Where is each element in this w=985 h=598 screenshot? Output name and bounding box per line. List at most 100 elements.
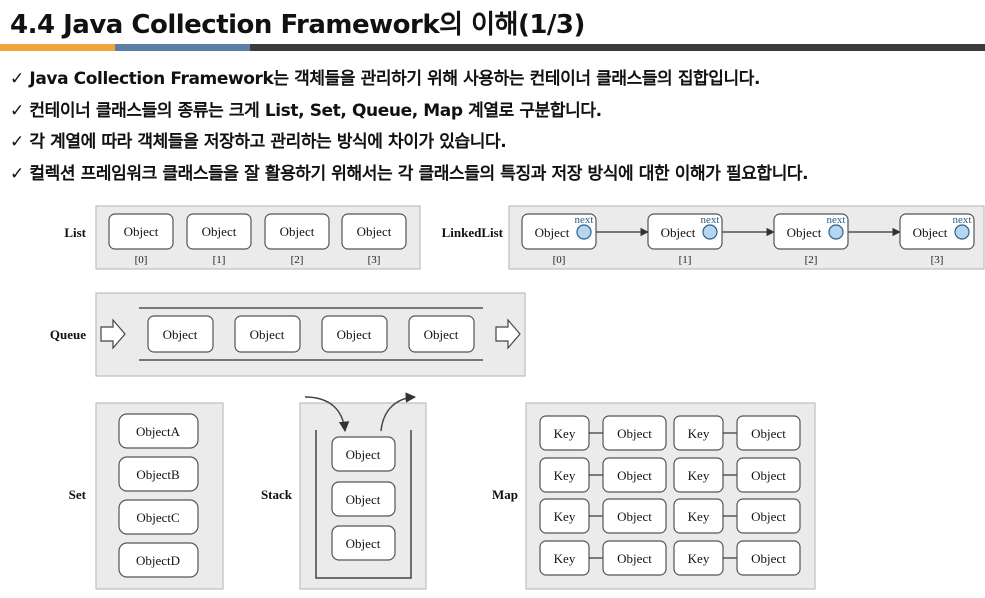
queue-object-label: Object xyxy=(424,327,459,342)
next-pointer-icon xyxy=(576,224,592,240)
map-value-box xyxy=(736,540,801,576)
set-object-box xyxy=(118,542,199,578)
list-object-box xyxy=(108,213,174,250)
map-key-label: Key xyxy=(688,509,710,524)
queue-object-box xyxy=(408,315,475,353)
linkedlist-index: [3] xyxy=(931,254,944,266)
list-object-label: Object xyxy=(280,224,315,239)
next-pointer-icon xyxy=(954,224,970,240)
check-icon: ✓ xyxy=(10,132,24,152)
bullet-list: ✓ Java Collection Framework는 객체들을 관리하기 위… xyxy=(10,64,809,191)
map-value-box xyxy=(602,498,667,534)
bullet-text: 컬렉션 프레임워크 클래스들을 잘 활용하기 위해서는 각 클래스들의 특징과 … xyxy=(29,163,809,184)
linkedlist-object-box xyxy=(773,213,849,250)
queue-dequeue-arrow-icon xyxy=(495,318,521,350)
stack-pop-arrow-icon xyxy=(380,392,417,432)
stack-object-label: Object xyxy=(346,536,381,551)
map-value-label: Object xyxy=(617,426,652,441)
check-icon: ✓ xyxy=(10,163,24,184)
queue-enqueue-arrow-icon xyxy=(100,318,126,350)
map-value-label: Object xyxy=(751,426,786,441)
map-value-box xyxy=(736,498,801,534)
title-bar-segment-orange xyxy=(0,44,115,51)
stack-object-label: Object xyxy=(346,447,381,462)
bullet-item: ✓ 컨테이너 클래스들의 종류는 크게 List, Set, Queue, Ma… xyxy=(10,96,808,128)
queue-object-box xyxy=(234,315,301,353)
list-index: [2] xyxy=(291,254,304,266)
page-title: 4.4 Java Collection Framework의 이해(1/3) xyxy=(10,10,585,40)
map-key-label: Key xyxy=(688,551,710,566)
map-entry: Key Object xyxy=(539,415,667,451)
next-label: next xyxy=(575,214,594,226)
map-value-label: Object xyxy=(751,509,786,524)
bullet-text: 각 계열에 따라 객체들을 저장하고 관리하는 방식에 차이가 있습니다. xyxy=(29,132,507,152)
bullet-text: Java Collection Framework는 객체들을 관리하기 위해 … xyxy=(29,69,761,89)
map-value-label: Object xyxy=(751,551,786,566)
set-object-label: ObjectB xyxy=(136,467,180,482)
queue-object-label: Object xyxy=(337,327,372,342)
linkedlist-node: Object next [0] xyxy=(521,213,597,266)
linkedlist-index: [1] xyxy=(679,254,692,266)
queue-label: Queue xyxy=(50,327,86,342)
linkedlist-object-box xyxy=(647,213,723,250)
set-object-box xyxy=(118,499,199,535)
map-value-label: Object xyxy=(751,468,786,483)
linkedlist-object-label: Object xyxy=(661,225,696,240)
list-index: [0] xyxy=(135,254,148,266)
queue-object-label: Object xyxy=(250,327,285,342)
map-value-label: Object xyxy=(617,551,652,566)
linkedlist-object-label: Object xyxy=(913,225,948,240)
linkedlist-label: LinkedList xyxy=(442,225,504,240)
queue-object-box xyxy=(147,315,214,353)
map-key-label: Key xyxy=(554,468,576,483)
set-object-box xyxy=(118,456,199,492)
list-item: Object [2] xyxy=(264,213,330,266)
stack-object-box xyxy=(331,481,396,517)
bullet-item: ✓ 컬렉션 프레임워크 클래스들을 잘 활용하기 위해서는 각 클래스들의 특징… xyxy=(10,159,809,191)
stack-label: Stack xyxy=(261,487,293,502)
list-object-label: Object xyxy=(202,224,237,239)
title-bar-segment-blue xyxy=(115,44,250,51)
list-item: Object [3] xyxy=(341,213,407,266)
stack-diagram: Stack Object Object Object xyxy=(261,392,427,590)
set-object-label: ObjectD xyxy=(136,553,180,568)
map-key-label: Key xyxy=(554,426,576,441)
map-key-label: Key xyxy=(688,468,710,483)
map-value-box xyxy=(602,540,667,576)
list-item: Object [1] xyxy=(186,213,252,266)
next-pointer-icon xyxy=(828,224,844,240)
linkedlist-node: Object next [1] xyxy=(647,213,723,266)
linkedlist-object-label: Object xyxy=(787,225,822,240)
map-value-box xyxy=(736,415,801,451)
stack-push-arrow-icon xyxy=(304,396,350,433)
list-object-box xyxy=(186,213,252,250)
linkedlist-node: Object next [3] xyxy=(899,213,975,266)
check-icon: ✓ xyxy=(10,100,24,121)
list-index: [1] xyxy=(213,254,226,266)
bullet-item: ✓ 각 계열에 따라 객체들을 저장하고 관리하는 방식에 차이가 있습니다. xyxy=(10,127,808,159)
check-icon: ✓ xyxy=(10,69,24,89)
map-value-label: Object xyxy=(617,509,652,524)
stack-object-label: Object xyxy=(346,492,381,507)
queue-diagram: Queue Object Object Object Object xyxy=(50,292,526,377)
next-pointer-icon xyxy=(702,224,718,240)
queue-object-box xyxy=(321,315,388,353)
map-entry: Key Object xyxy=(539,540,667,576)
set-object-label: ObjectA xyxy=(136,424,181,439)
list-index: [3] xyxy=(368,254,381,266)
linkedlist-diagram: LinkedList Object next [0] Object next [… xyxy=(442,205,985,270)
list-label: List xyxy=(64,225,86,240)
queue-object-label: Object xyxy=(163,327,198,342)
map-value-box xyxy=(736,457,801,493)
map-key-label: Key xyxy=(554,551,576,566)
map-value-label: Object xyxy=(617,468,652,483)
bullet-text: 컨테이너 클래스들의 종류는 크게 List, Set, Queue, Map … xyxy=(29,100,602,121)
linkedlist-index: [0] xyxy=(553,254,566,266)
next-label: next xyxy=(953,214,972,226)
title-underline xyxy=(0,44,985,51)
